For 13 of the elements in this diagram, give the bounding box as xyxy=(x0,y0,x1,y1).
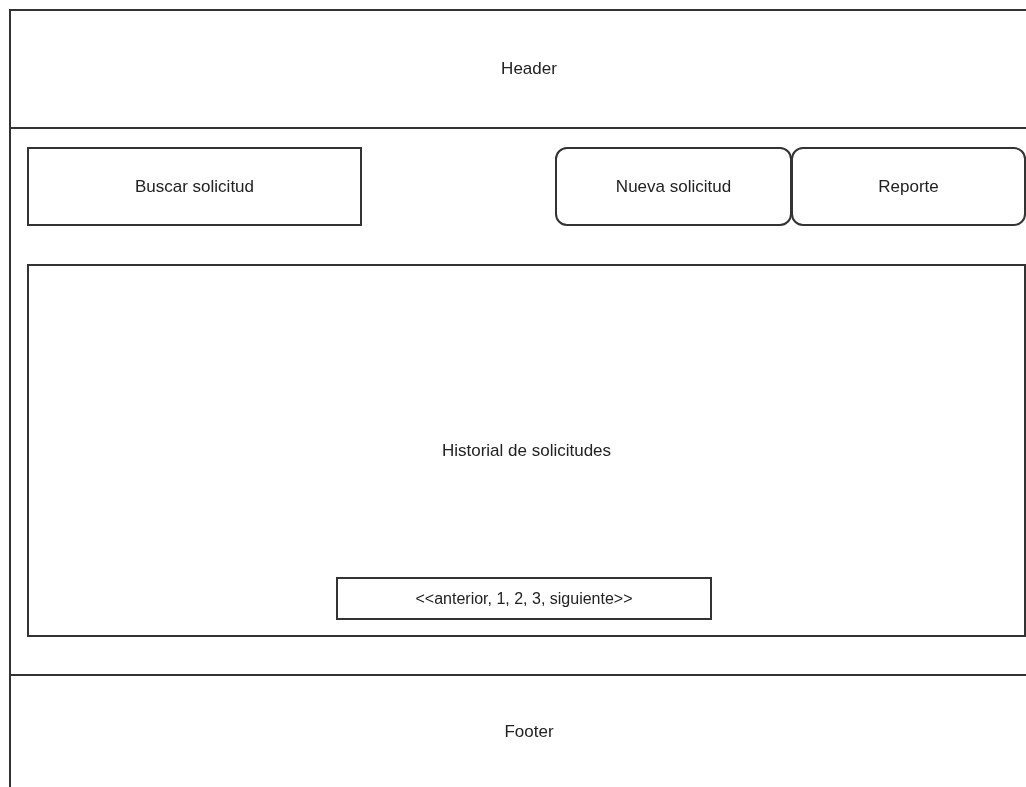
header-bar xyxy=(9,9,1026,129)
box-label: Historial de solicitudes xyxy=(441,440,612,461)
new-request-button xyxy=(555,147,792,226)
report-button xyxy=(791,147,1026,226)
box-label: Buscar solicitud xyxy=(134,176,255,197)
pagination-bar xyxy=(336,577,712,620)
box-label: Header xyxy=(501,59,557,79)
box-label: Footer xyxy=(504,722,554,742)
box-label: <<anterior, 1, 2, 3, siguiente>> xyxy=(415,589,633,608)
box-label: Reporte xyxy=(878,176,939,197)
box-label: Nueva solicitud xyxy=(615,176,732,197)
history-panel xyxy=(27,264,1026,637)
search-box xyxy=(27,147,362,226)
